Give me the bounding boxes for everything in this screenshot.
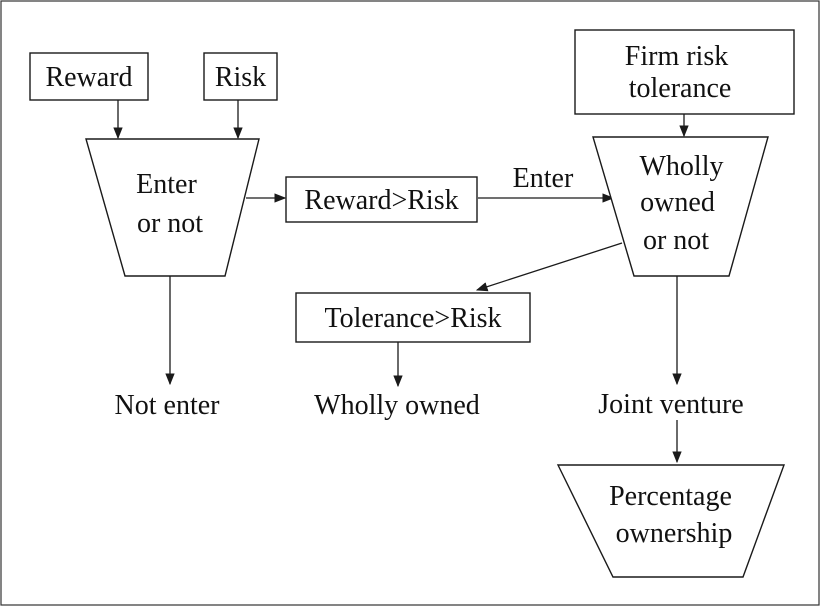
percentage-ownership-label: Percentage ownership [609,481,739,549]
reward-gt-risk-label: Reward>Risk [304,185,458,216]
tolerance-gt-risk-box [295,292,531,343]
wholly-owned-label: Wholly owned [314,390,480,421]
enter-edge-label: Enter [513,163,574,194]
arrow-wholly-to-tolerance [475,242,623,292]
firm-risk-tolerance-label: Firm risk tolerance [625,41,735,104]
percentage-ownership-funnel [556,464,786,578]
enter-or-not-funnel [85,138,260,277]
enter-or-not-label: Enter or not [136,169,204,239]
risk-box [203,52,278,101]
wholly-owned-or-not-funnel [592,136,769,277]
joint-venture-label: Joint venture [598,389,743,420]
wholly-owned-or-not-label: Wholly owned or not [640,151,731,256]
tolerance-gt-risk-label: Tolerance>Risk [324,303,501,334]
reward-label: Reward [45,62,132,93]
reward-box [29,52,149,101]
firm-risk-tolerance-box [574,29,795,115]
reward-gt-risk-box [285,176,478,223]
risk-label: Risk [215,62,266,93]
not-enter-label: Not enter [115,390,221,421]
